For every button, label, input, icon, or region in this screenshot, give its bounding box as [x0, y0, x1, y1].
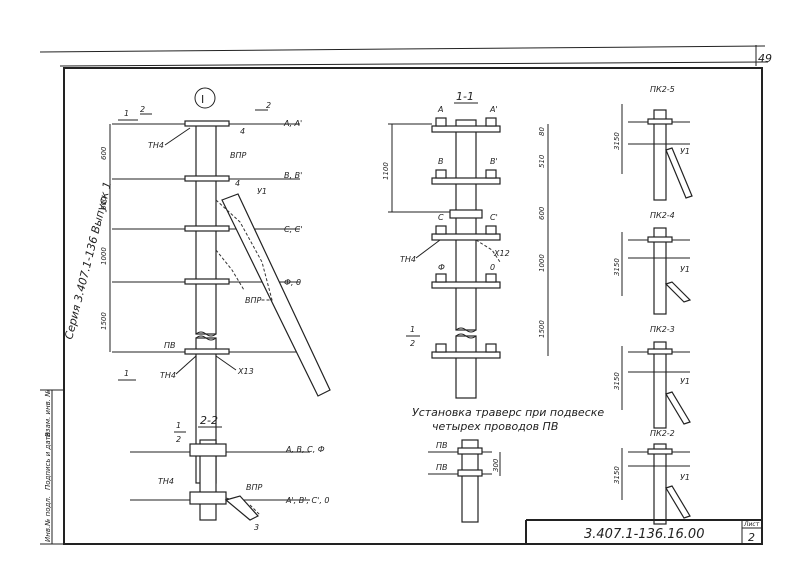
small-pole-title: ПК2-5	[650, 85, 675, 94]
section-crossarms	[431, 117, 501, 359]
small-poles: ПК2-5 3150 У1 ПК2-4 3150 У1 ПК2-3	[613, 85, 693, 525]
label-a: А	[437, 105, 443, 114]
section-mark-2b: 2	[266, 101, 271, 110]
dim-left-1100: 1100	[382, 162, 390, 180]
node-marker-circle	[194, 87, 216, 109]
small-pole-label: У1	[680, 265, 690, 274]
wire-label-c: С, С'	[284, 225, 302, 234]
dim-600-b: 600	[100, 196, 108, 210]
wire-label-f: Ф, 0	[284, 278, 301, 287]
label-3-22: 3	[254, 523, 259, 532]
label-tn4: ТН4	[148, 141, 164, 150]
pv-dim-300: 300	[492, 458, 500, 472]
wire-label-b: В, В'	[284, 171, 302, 180]
small-pole-label: У1	[680, 473, 690, 482]
small-pole-dim: 3150	[613, 132, 621, 150]
label-vpr-2: ВПР	[245, 296, 262, 305]
view-2-2: 2-2 1 2 А, В, С, Ф А', В', С', 0 ТН4 ВПР…	[130, 414, 330, 532]
label-x12: Х12	[493, 249, 510, 258]
caption-line-1: Установка траверс при подвеске	[412, 406, 604, 419]
label-tn4-11: ТН4	[400, 255, 416, 264]
title-block: 3.407.1-136.16.00 Лист 2	[525, 519, 762, 544]
small-pole-dim: 3150	[613, 372, 621, 390]
label-4b: 4	[235, 179, 240, 188]
wire-label-abc0: А', В', С', 0	[285, 496, 330, 505]
side-field-2: Подпись и дата	[44, 432, 52, 490]
small-pole-pk2-3: ПК2-3 3150 У1	[613, 325, 691, 429]
section-mark-22b: 2	[410, 339, 415, 348]
pv-view: ПВ ПВ 300	[428, 439, 501, 523]
dim-r-600: 600	[538, 206, 546, 220]
label-c-prime: С'	[490, 213, 498, 222]
drawing-frame	[39, 45, 769, 545]
small-pole-title: ПК2-3	[650, 325, 675, 334]
small-pole-label: У1	[680, 377, 690, 386]
pv-label-2: ПВ	[436, 463, 448, 472]
main-wires	[112, 120, 300, 355]
small-pole-title: ПК2-2	[650, 429, 675, 438]
small-pole-dim: 3150	[613, 466, 621, 484]
section-1-1-title: 1-1	[456, 90, 474, 103]
small-pole-pk2-4: ПК2-4 3150 У1	[613, 211, 692, 315]
wire-label-a: А, А'	[283, 119, 302, 128]
section-mark-2: 2	[140, 105, 145, 114]
section-mark-1: 1	[124, 109, 129, 118]
label-vpr: ВПР	[230, 151, 247, 160]
dim-r-80: 80	[538, 127, 546, 136]
section-mark-12b: 1	[410, 325, 415, 334]
small-pole-label: У1	[680, 147, 690, 156]
label-0: 0	[490, 263, 495, 272]
label-tn4-22: ТН4	[158, 477, 174, 486]
label-vpr-22: ВПР	[246, 483, 263, 492]
main-dims: 600 600 1000 1500	[100, 146, 108, 330]
small-pole-pk2-2: ПК2-2 3150 У1	[613, 429, 691, 525]
dim-1000: 1000	[100, 247, 108, 265]
label-4a: 4	[240, 127, 245, 136]
label-u1: У1	[257, 187, 267, 196]
sheet-label: Лист	[743, 521, 760, 528]
support-strut	[221, 193, 331, 397]
dim-r-1000: 1000	[538, 254, 546, 272]
side-field-3: Взам. инв. №	[44, 389, 52, 437]
dim-1500: 1500	[100, 312, 108, 330]
label-tn4-b: ТН4	[160, 371, 176, 380]
small-pole-dim: 3150	[613, 258, 621, 276]
side-fields: Инв.№ подл. Подпись и дата Взам. инв. №	[44, 389, 52, 542]
wire-label-abcf: А, В, С, Ф	[285, 445, 325, 454]
label-x13: Х13	[237, 367, 254, 376]
section-mark-1-bottom: 1	[124, 369, 129, 378]
node-marker: I	[201, 93, 204, 106]
dim-r-1500: 1500	[538, 320, 546, 338]
label-b-prime: В'	[490, 157, 498, 166]
side-field-1: Инв.№ подл.	[44, 496, 52, 542]
dim-600-a: 600	[100, 146, 108, 160]
section-mark-12: 1	[176, 421, 181, 430]
pv-label-1: ПВ	[436, 441, 448, 450]
caption-line-2: четырех проводов ПВ	[432, 420, 558, 433]
label-a-prime: А'	[489, 105, 498, 114]
doc-code: 3.407.1-136.16.00	[584, 527, 704, 542]
sheet-page: 2	[748, 531, 755, 544]
label-f: Ф	[438, 263, 445, 272]
small-pole-title: ПК2-4	[650, 211, 675, 220]
caption: Установка траверс при подвеске четырех п…	[412, 406, 604, 433]
label-c: С	[438, 213, 444, 222]
label-b: В	[438, 157, 444, 166]
dim-r-510: 510	[538, 154, 546, 168]
section-2-2-title: 2-2	[200, 414, 218, 427]
section-1-1: 1-1 А А' В В' С С' Ф 0 ТН4 Х12	[382, 90, 549, 399]
section-mark-22: 2	[176, 435, 181, 444]
small-pole-pk2-5: ПК2-5 3150 У1	[613, 85, 693, 201]
label-pv: ПВ	[164, 341, 176, 350]
sheet-number: 49	[758, 52, 772, 65]
